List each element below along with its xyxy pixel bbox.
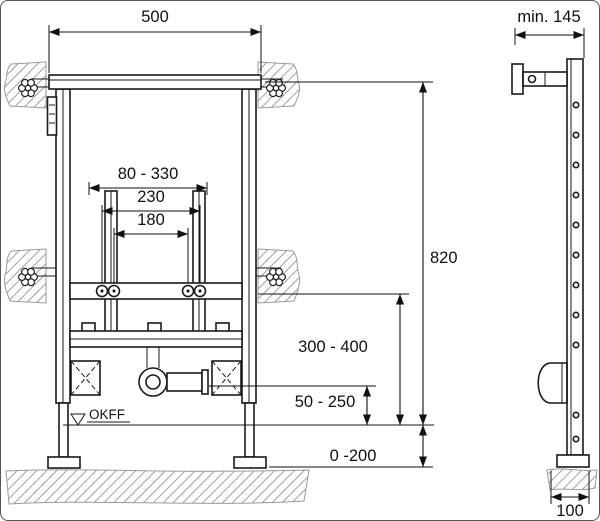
top-crossbar — [48, 74, 262, 90]
dim-rail-range-label: 80 - 330 — [118, 165, 179, 183]
floor-hatch-front — [5, 469, 310, 505]
dim-foot-depth: 100 — [550, 471, 590, 520]
dim-height-label: 820 — [430, 249, 458, 267]
water-pipe — [166, 372, 203, 392]
dim-width: 500 — [48, 8, 262, 73]
side-wall-bracket — [511, 63, 568, 95]
right-leg — [244, 402, 255, 458]
side-foot — [556, 454, 590, 468]
dimensions-front: 500 80 - 330 230 180 820 — [48, 8, 458, 468]
mounting-holes — [95, 284, 207, 298]
wall-sections — [4, 61, 598, 505]
pipe-flange — [201, 369, 209, 395]
okff-label: OKFF — [89, 407, 125, 422]
dim-foot-depth-label: 100 — [556, 502, 584, 520]
dim-leg-adjust: 0 -200 — [269, 425, 433, 468]
dim-water-height-label: 50 - 250 — [295, 393, 356, 411]
dim-rail-height: 300 - 400 — [258, 293, 409, 425]
dim-width-label: 500 — [141, 8, 169, 26]
level-triangle-icon — [70, 413, 86, 426]
dim-holes-inner: 180 — [113, 211, 189, 283]
dim-min-depth-label: min. 145 — [517, 8, 580, 26]
dim-rail-range: 80 - 330 — [88, 165, 208, 195]
dim-min-depth: min. 145 — [514, 8, 585, 58]
side-rail-holes — [572, 101, 580, 443]
side-water-elbow — [537, 362, 568, 404]
dim-holes-inner-label: 180 — [137, 211, 165, 229]
floor-hatch-side — [546, 468, 598, 491]
dim-rail-height-label: 300 - 400 — [298, 338, 368, 356]
floor-line-okff: OKFF — [63, 407, 434, 426]
left-leg — [58, 402, 69, 458]
label-plate — [46, 96, 58, 136]
water-connection — [138, 347, 209, 397]
dim-water-height: 50 - 250 — [209, 385, 376, 425]
right-foot — [233, 456, 267, 469]
fixing-plate-left — [70, 360, 101, 396]
dim-height: 820 — [265, 81, 458, 425]
dim-holes-outer-label: 230 — [137, 188, 165, 206]
bidet-mounting — [69, 190, 243, 396]
dim-holes-outer: 230 — [101, 188, 201, 283]
wall-anchor-icon — [18, 78, 39, 98]
left-foot — [47, 456, 81, 469]
wall-anchor-icon — [18, 267, 39, 287]
dim-leg-adjust-label: 0 -200 — [330, 447, 377, 465]
fixing-plate-right — [211, 360, 242, 396]
wall-anchor-icon — [266, 267, 286, 287]
front-view-frame — [46, 74, 267, 469]
side-view: min. 145 100 — [511, 8, 590, 520]
